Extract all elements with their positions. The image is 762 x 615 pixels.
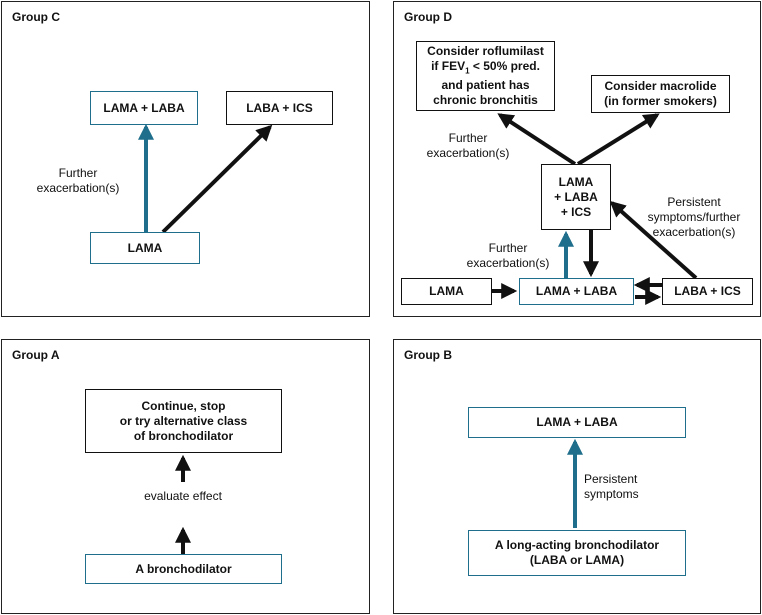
box-d-macrolide: Consider macrolide (in former smokers): [591, 75, 730, 113]
label-d-persistent-line1: Persistent: [667, 195, 721, 209]
label-d-further-top: Further exacerbation(s): [416, 131, 520, 161]
label-d-further-top-line2: exacerbation(s): [426, 146, 510, 160]
triple-line3: + ICS: [560, 204, 592, 219]
triple-line2: + LABA: [554, 189, 598, 204]
box-a-bronchodilator: A bronchodilator: [85, 554, 282, 584]
macrolide-line2: (in former smokers): [604, 94, 717, 108]
label-b-persistent-symptoms: Persistent symptoms: [584, 472, 660, 502]
macrolide-line1: Consider macrolide: [604, 79, 717, 93]
label-c-further-line1: Further: [58, 166, 98, 180]
box-a-bronchodilator-label: A bronchodilator: [135, 561, 232, 576]
box-b-lama-laba-label: LAMA + LABA: [536, 415, 618, 429]
label-b-persistent-line2: symptoms: [584, 487, 639, 501]
box-d-lama: LAMA: [401, 278, 492, 305]
panel-group-c: Group C: [1, 1, 370, 317]
roflumilast-line1: Consider roflumilast: [427, 43, 544, 58]
box-d-lama-laba-ics: LAMA + LABA + ICS: [541, 164, 611, 230]
roflumilast-line4: chronic bronchitis: [433, 93, 538, 108]
continue-line3: of bronchodilator: [133, 428, 234, 443]
label-c-further-exacerbations: Further exacerbation(s): [26, 166, 130, 196]
panel-title-group-d: Group D: [404, 10, 452, 24]
box-c-lama: LAMA: [90, 232, 200, 264]
triple-line1: LAMA: [558, 174, 594, 189]
label-d-further-bottom-line2: exacerbation(s): [466, 256, 550, 270]
roflumilast-fev: if FEV: [431, 58, 466, 73]
label-b-persistent-line1: Persistent: [584, 472, 638, 486]
box-d-lama-laba-label: LAMA + LABA: [535, 284, 618, 298]
box-d-lama-label: LAMA: [429, 284, 464, 298]
panel-title-group-c: Group C: [12, 10, 60, 24]
label-a-evaluate-line1: evaluate: [144, 489, 190, 503]
label-d-persistent-line3: exacerbation(s): [652, 225, 736, 239]
long-acting-line2: (LABA or LAMA): [529, 553, 625, 567]
long-acting-line1: A long-acting bronchodilator: [494, 538, 660, 552]
label-d-further-bottom-line1: Further: [488, 241, 528, 255]
box-d-laba-ics: LABA + ICS: [662, 278, 753, 305]
label-d-persistent: Persistent symptoms/further exacerbation…: [642, 195, 746, 240]
roflumilast-fev-subscript: 1: [465, 66, 470, 76]
label-d-persistent-line2: symptoms/further: [647, 210, 741, 224]
continue-line2: or try alternative class: [119, 413, 248, 428]
panel-title-group-b: Group B: [404, 348, 452, 362]
box-c-lama-laba-label: LAMA + LABA: [103, 100, 185, 115]
continue-line1: Continue, stop: [141, 398, 226, 413]
box-d-laba-ics-label: LABA + ICS: [674, 284, 741, 298]
box-d-roflumilast: Consider roflumilast if FEV1 < 50% pred.…: [416, 41, 555, 111]
box-d-lama-laba: LAMA + LABA: [519, 278, 634, 305]
box-a-continue: Continue, stop or try alternative class …: [85, 389, 282, 453]
label-a-evaluate-line2: effect: [192, 489, 222, 503]
panel-title-group-a: Group A: [12, 348, 60, 362]
label-a-evaluate-effect: evaluate effect: [143, 489, 223, 504]
box-c-lama-laba: LAMA + LABA: [90, 91, 198, 125]
box-b-long-acting: A long-acting bronchodilator (LABA or LA…: [468, 530, 686, 576]
roflumilast-pred: < 50% pred.: [469, 58, 540, 73]
label-c-further-line2: exacerbation(s): [36, 181, 120, 195]
box-c-laba-ics: LABA + ICS: [226, 91, 333, 125]
label-d-further-bottom: Further exacerbation(s): [455, 241, 561, 271]
label-d-further-top-line1: Further: [448, 131, 488, 145]
box-c-laba-ics-label: LABA + ICS: [246, 100, 313, 115]
roflumilast-line2: if FEV1 < 50% pred.: [431, 59, 540, 78]
box-b-lama-laba: LAMA + LABA: [468, 407, 686, 438]
box-c-lama-label: LAMA: [127, 240, 163, 255]
roflumilast-line3: and patient has: [441, 78, 530, 93]
